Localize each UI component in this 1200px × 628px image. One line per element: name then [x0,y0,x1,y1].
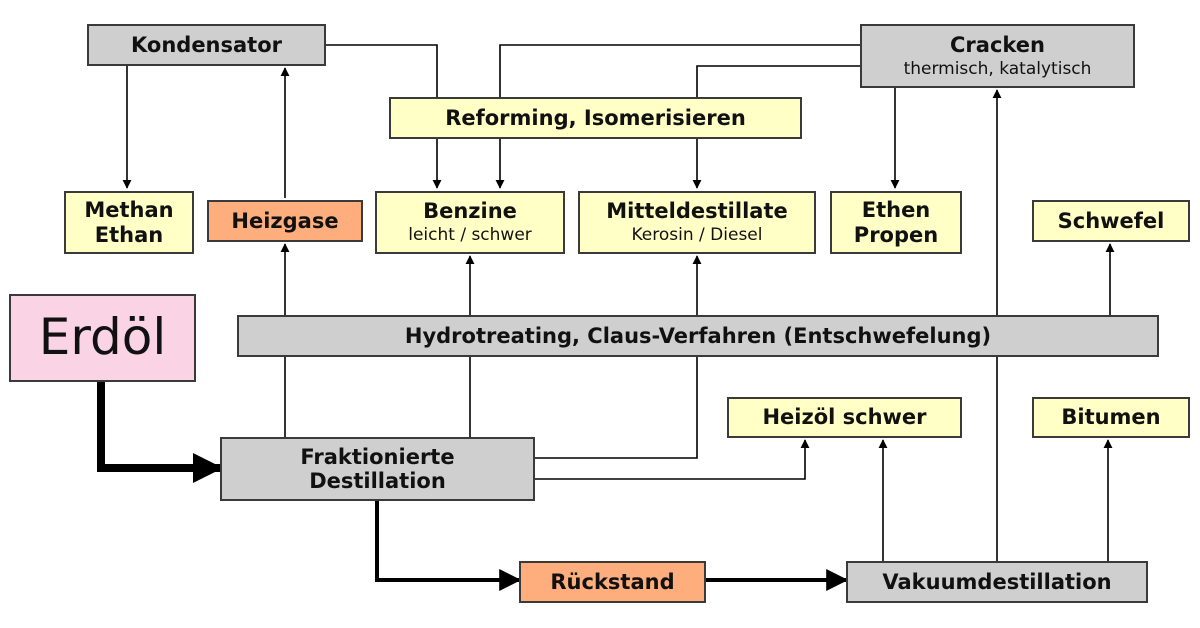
arrow-cracken-benzine [495,44,860,189]
ethan-label: Ethan [94,222,164,247]
methan-ethan-box: Methan Ethan [64,191,194,254]
ethen-label: Ethen [861,198,931,223]
reforming-label: Reforming, Isomerisieren [445,105,746,130]
vakuumdestillation-box: Vakuumdestillation [846,561,1148,603]
cracken-label: Cracken [950,32,1045,57]
arrow-destillation-heizoel [535,439,810,480]
propen-label: Propen [853,222,939,247]
arrow-erdoel-destillation [97,382,223,483]
mitteldestillate-label: Mitteldestillate [606,199,788,224]
benzine-box: Benzine leicht / schwer [375,191,565,254]
vakuumdestillation-label: Vakuumdestillation [882,569,1112,594]
reforming-box: Reforming, Isomerisieren [389,97,802,139]
destillation-box: Fraktionierte Destillation [220,437,535,501]
ethen-propen-box: Ethen Propen [830,191,962,254]
erdoel-label: Erdöl [38,308,167,367]
arrow-kondensator-benzine [326,44,442,189]
schwefel-box: Schwefel [1032,200,1190,242]
arrow-cracken-mitteldestillate [692,65,860,189]
destillation-line2: Destillation [309,469,446,493]
kondensator-label: Kondensator [131,32,282,57]
heizoel-schwer-label: Heizöl schwer [762,405,927,430]
methan-label: Methan [84,198,174,223]
destillation-line1: Fraktionierte [300,444,455,469]
erdoel-box: Erdöl [9,294,196,382]
hydrotreating-box: Hydrotreating, Claus-Verfahren (Entschwe… [237,315,1159,357]
rueckstand-label: Rückstand [550,569,675,594]
benzine-label: Benzine [423,199,517,224]
arrow-destillation-rueckstand [375,501,522,591]
heizgase-box: Heizgase [207,200,363,242]
bitumen-label: Bitumen [1061,405,1161,430]
schwefel-label: Schwefel [1057,208,1165,233]
cracken-box: Cracken thermisch, katalytisch [860,24,1135,88]
bitumen-box: Bitumen [1032,397,1190,438]
line-destillation-hydro-3 [535,357,698,459]
rueckstand-box: Rückstand [519,561,706,603]
mitteldestillate-box: Mitteldestillate Kerosin / Diesel [578,191,816,254]
mitteldestillate-sub: Kerosin / Diesel [631,225,763,246]
heizgase-label: Heizgase [231,208,339,233]
heizoel-schwer-box: Heizöl schwer [727,397,962,438]
kondensator-box: Kondensator [87,24,326,66]
cracken-sub: thermisch, katalytisch [903,58,1092,79]
benzine-sub: leicht / schwer [408,225,532,246]
hydrotreating-label: Hydrotreating, Claus-Verfahren (Entschwe… [404,323,992,348]
